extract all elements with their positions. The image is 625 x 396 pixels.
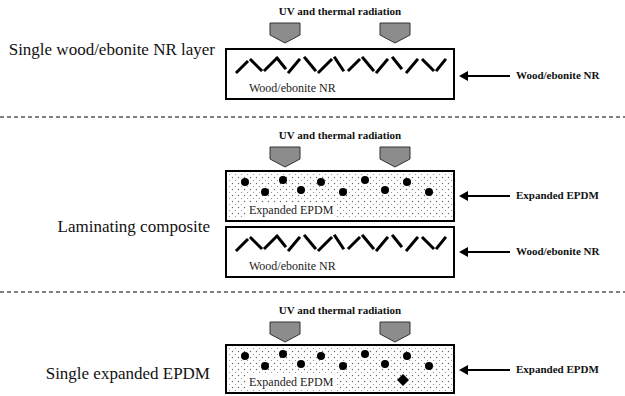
configuration-label: Single wood/ebonite NR layer — [9, 40, 215, 60]
layer-box: Expanded EPDM — [225, 344, 455, 394]
layer-box: Expanded EPDM — [225, 170, 455, 222]
configuration-label: Laminating composite — [58, 217, 211, 237]
radiation-label: UV and thermal radiation — [279, 129, 401, 142]
layer-callout: Expanded EPDM — [516, 363, 599, 376]
layer-name: Expanded EPDM — [247, 375, 335, 389]
layer-name: Expanded EPDM — [247, 203, 335, 217]
layer-callout: Expanded EPDM — [516, 189, 599, 202]
layer-name: Wood/ebonite NR — [247, 259, 338, 273]
layer-callout: Wood/ebonite NR — [516, 245, 599, 258]
layer-box: Wood/ebonite NR — [225, 48, 455, 100]
radiation-label: UV and thermal radiation — [279, 5, 401, 18]
layer-callout: Wood/ebonite NR — [516, 69, 599, 82]
layer-name: Wood/ebonite NR — [247, 81, 338, 95]
configuration-label: Single expanded EPDM — [46, 364, 210, 384]
divider-line — [0, 292, 625, 293]
radiation-label: UV and thermal radiation — [279, 304, 401, 317]
divider-line — [0, 117, 625, 118]
layer-box: Wood/ebonite NR — [225, 226, 455, 278]
